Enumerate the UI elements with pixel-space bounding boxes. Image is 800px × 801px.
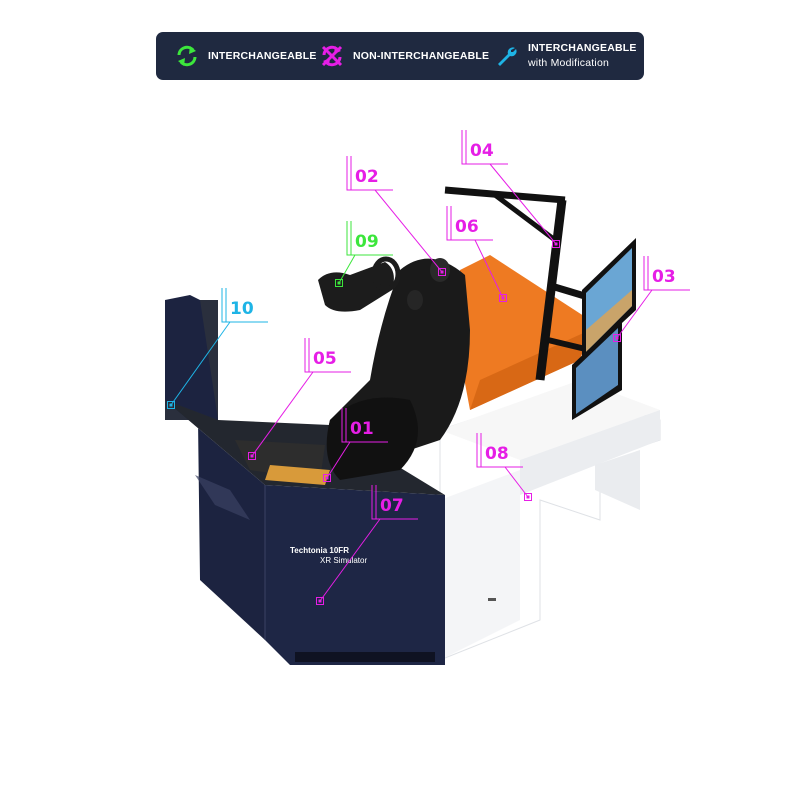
callout-marker	[335, 279, 343, 287]
callout-label: 10	[230, 299, 254, 319]
callout-bracket	[461, 130, 508, 165]
callout-bracket	[476, 433, 523, 468]
legend-label: NON-INTERCHANGEABLE	[353, 49, 490, 62]
callout-marker-dot	[440, 270, 444, 274]
callout-marker	[323, 474, 331, 482]
callout-marker	[613, 334, 621, 342]
callout-marker-dot	[318, 599, 322, 603]
product-name: Techtonia 10FR	[290, 546, 349, 555]
callout-leader	[326, 441, 351, 479]
callout-10: 10	[167, 288, 268, 409]
callout-leader	[338, 254, 356, 284]
callout-label: 01	[350, 419, 374, 439]
legend-item-interchangeable: INTERCHANGEABLE	[174, 32, 317, 80]
callout-leader	[489, 163, 557, 245]
callout-bracket	[643, 256, 690, 291]
callout-marker-dot	[554, 242, 558, 246]
callout-marker-dot	[325, 476, 329, 480]
callout-label: 07	[380, 496, 404, 516]
callout-marker-dot	[337, 281, 341, 285]
white-base	[439, 380, 661, 661]
callout-label: 03	[652, 267, 676, 287]
callout-bracket	[446, 206, 493, 241]
callout-marker	[499, 294, 507, 302]
callout-leader	[504, 466, 529, 498]
product-subtitle: XR Simulator	[320, 556, 367, 565]
callout-marker-dot	[250, 454, 254, 458]
pedal-plate	[265, 465, 330, 485]
callout-09: 09	[335, 221, 393, 287]
non-interchangeable-icon	[319, 43, 345, 69]
callouts: 01 02 03 04 05 06 07 08 09 10	[167, 130, 690, 605]
callout-01: 01	[323, 408, 388, 482]
legend-bar: INTERCHANGEABLE NON-INTERCHANGEABLE INTE…	[156, 32, 644, 80]
legend-label: INTERCHANGEABLE	[208, 49, 317, 62]
callout-leader	[319, 518, 381, 602]
callout-label: 04	[470, 141, 494, 161]
orange-seat-base	[455, 255, 590, 410]
callout-marker-dot	[169, 403, 173, 407]
vr-headset	[318, 256, 401, 312]
callout-02: 02	[346, 156, 446, 276]
callout-leader	[474, 239, 504, 299]
callout-bracket	[346, 221, 393, 256]
callout-label: 02	[355, 167, 379, 187]
legend-label: INTERCHANGEABLE with Modification	[528, 42, 637, 69]
callout-bracket	[346, 156, 393, 191]
monitors	[572, 238, 636, 420]
callout-leader	[251, 371, 314, 457]
callout-leader	[170, 321, 231, 406]
callout-label: 06	[455, 217, 479, 237]
callout-marker-dot	[615, 336, 619, 340]
callout-bracket	[371, 485, 418, 520]
callout-08: 08	[476, 433, 532, 501]
callout-bracket	[221, 288, 268, 323]
callout-03: 03	[613, 256, 690, 342]
callout-label: 09	[355, 232, 379, 252]
callout-04: 04	[461, 130, 560, 248]
legend-item-non-interchangeable: NON-INTERCHANGEABLE	[319, 32, 489, 80]
callout-07: 07	[316, 485, 418, 605]
callout-marker	[524, 493, 532, 501]
callout-marker	[438, 268, 446, 276]
callout-label: 05	[313, 349, 337, 369]
callout-leader	[616, 289, 653, 339]
wrench-icon	[494, 43, 520, 69]
callout-marker-dot	[526, 495, 530, 499]
callout-06: 06	[446, 206, 507, 302]
callout-marker	[167, 401, 175, 409]
interchangeable-arrows-icon	[174, 43, 200, 69]
callout-leader	[374, 189, 443, 273]
callout-05: 05	[248, 338, 351, 460]
callout-marker	[248, 452, 256, 460]
callout-label: 08	[485, 444, 509, 464]
callout-marker-dot	[501, 296, 505, 300]
callout-marker	[552, 240, 560, 248]
legend-item-interchangeable-with-modification: INTERCHANGEABLE with Modification	[494, 32, 637, 80]
callout-marker	[316, 597, 324, 605]
callout-bracket	[341, 408, 388, 443]
callout-bracket	[304, 338, 351, 373]
